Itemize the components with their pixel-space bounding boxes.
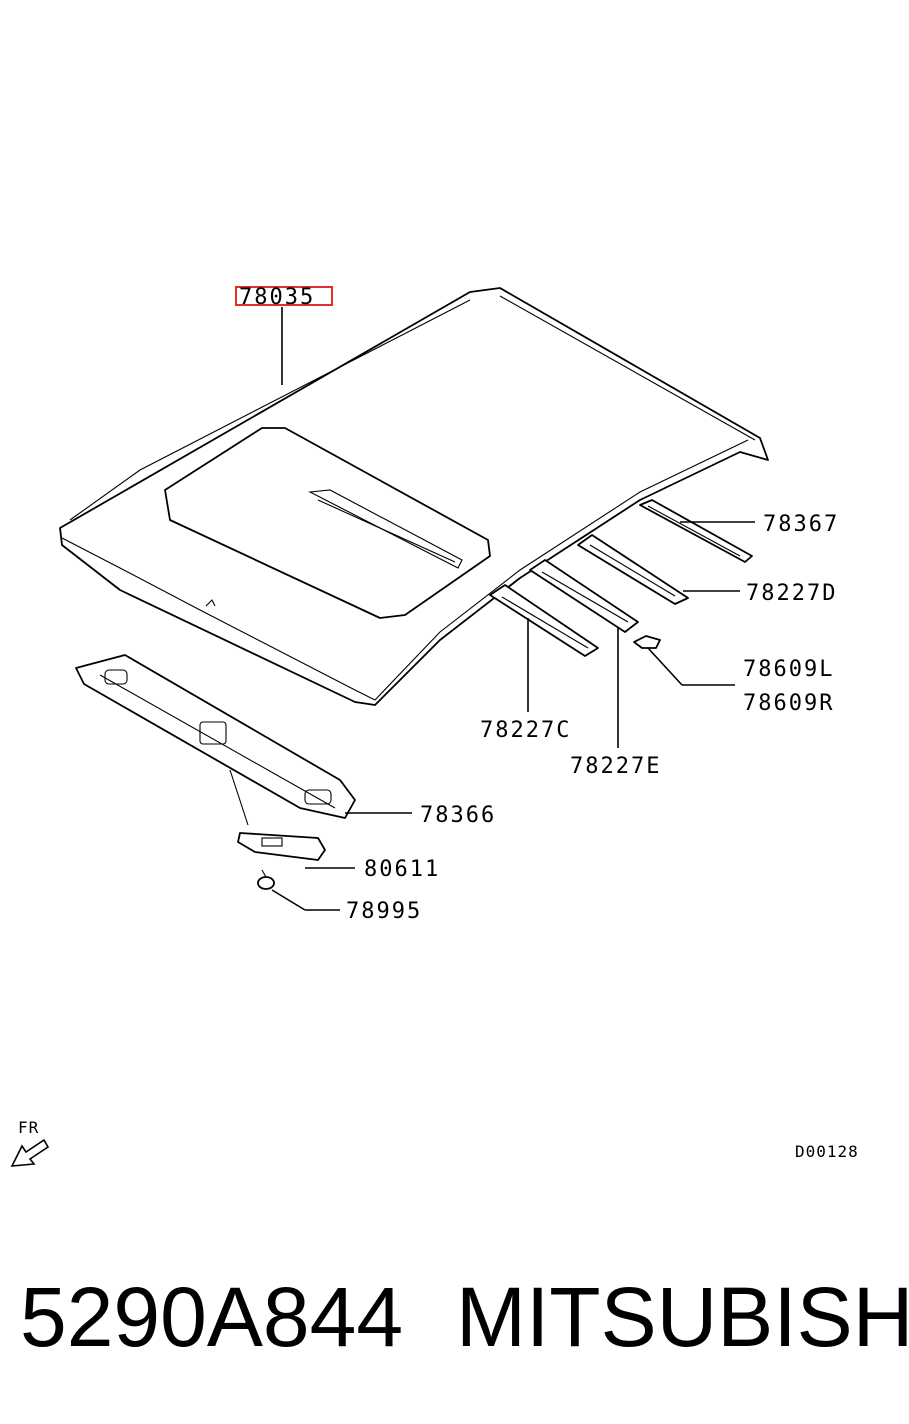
highlight-box <box>235 286 333 306</box>
callout-label-bow-c: 78227C <box>480 718 571 743</box>
callout-label-bracket-l: 78609L <box>743 657 834 682</box>
front-rail-78366[interactable]: 78366 <box>75 654 496 828</box>
callout-label-front-rail: 78366 <box>420 803 496 828</box>
callout-label-bow-d: 78227D <box>746 581 837 606</box>
roof-panel[interactable] <box>59 287 769 706</box>
callout-label-clip: 78995 <box>346 899 422 924</box>
front-arrow-icon <box>10 1138 50 1167</box>
bow-78367[interactable]: 78367 <box>639 499 839 563</box>
front-direction-indicator: FR <box>10 1118 50 1167</box>
callout-label-lamp-bracket: 80611 <box>364 857 440 882</box>
bow-78227e[interactable]: 78227E <box>529 559 661 779</box>
callout-label-bracket-r: 78609R <box>743 691 834 716</box>
clip-78995[interactable]: 78995 <box>257 869 422 924</box>
callout-label-roof-panel: 78035 <box>239 285 315 310</box>
callout-label-bow-rear: 78367 <box>763 512 839 537</box>
callout-label-bow-e: 78227E <box>570 754 661 779</box>
callout-78035[interactable]: 78035 <box>235 285 333 385</box>
bow-78227c[interactable]: 78227C <box>480 584 599 743</box>
lamp-bracket-80611[interactable]: 80611 <box>229 769 440 882</box>
bracket-78609[interactable]: 78609L 78609R <box>633 635 834 716</box>
diagram-code: D00128 <box>795 1142 859 1161</box>
bow-78227d[interactable]: 78227D <box>577 534 837 606</box>
direction-label: FR <box>18 1118 39 1137</box>
footer-part-number: 5290A844 <box>20 1270 404 1364</box>
footer-brand: MITSUBISHI <box>456 1270 909 1364</box>
